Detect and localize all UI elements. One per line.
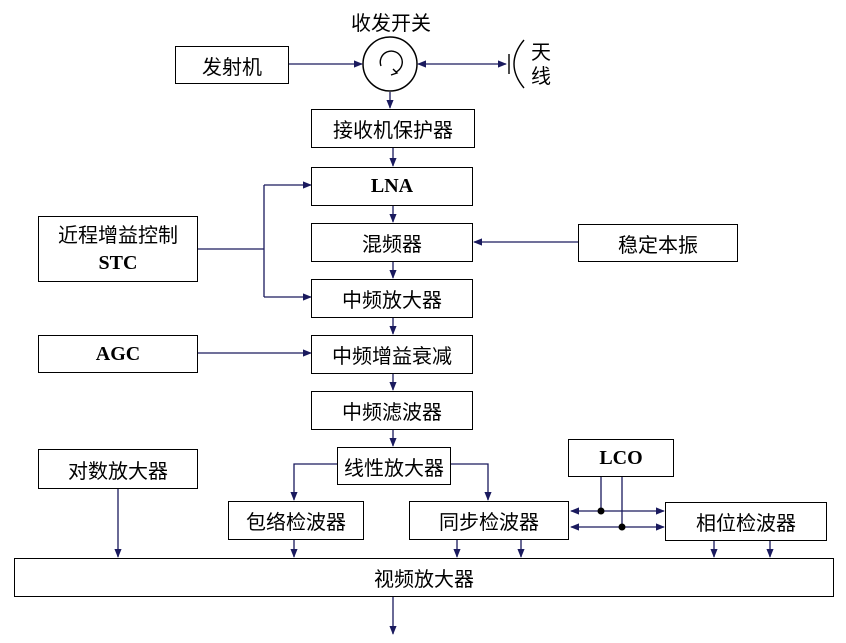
video-amplifier-block: 视频放大器 [14, 558, 834, 597]
stalo-block: 稳定本振 [578, 224, 738, 262]
phase-detector-block: 相位检波器 [665, 502, 827, 541]
mixer-block: 混频器 [311, 223, 473, 262]
sync-detector-block: 同步检波器 [409, 501, 569, 540]
linear-amplifier-block: 线性放大器 [337, 447, 451, 485]
log-amplifier-block: 对数放大器 [38, 449, 198, 489]
if-amplifier-block: 中频放大器 [311, 279, 473, 318]
agc-block: AGC [38, 335, 198, 373]
transmitter-block: 发射机 [175, 46, 289, 84]
switch-label: 收发开关 [351, 11, 431, 35]
stc-label-line1: 近程增益控制 [58, 223, 178, 247]
linamp-to-syncdet-arrow [451, 463, 492, 501]
receiver-protector-block: 接收机保护器 [311, 109, 475, 148]
lco-junction-dot-1 [597, 507, 605, 515]
lna-block: LNA [311, 167, 473, 206]
switch-circulator-icon [362, 36, 418, 92]
linamp-to-envdet-arrow [290, 463, 337, 501]
if-attenuator-block: 中频增益衰减 [311, 335, 473, 374]
stc-label-line2: STC [98, 252, 138, 274]
antenna-label: 天线 [531, 40, 551, 88]
lco-block: LCO [568, 439, 674, 477]
envelope-detector-block: 包络检波器 [228, 501, 364, 540]
stc-block: 近程增益控制 STC [38, 216, 198, 282]
if-filter-block: 中频滤波器 [311, 391, 473, 430]
lco-junction-dot-2 [618, 523, 626, 531]
antenna-icon [508, 39, 525, 89]
